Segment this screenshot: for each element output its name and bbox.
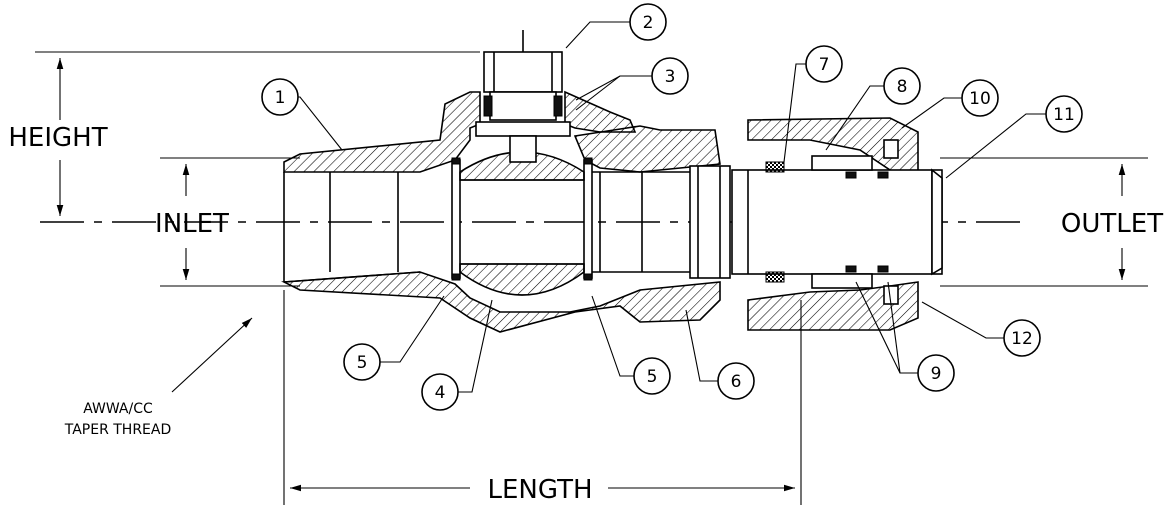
outlet-label: OUTLET <box>1061 209 1163 239</box>
callout-bubble: 7 <box>805 45 843 83</box>
inlet-dimension: INLET <box>155 157 300 287</box>
thread-note-line1: AWWA/CC <box>83 401 153 417</box>
height-label: HEIGHT <box>8 123 107 153</box>
callout-bubble: 5 <box>343 343 381 381</box>
callout-bubble: 2 <box>629 3 667 41</box>
callout-bubble: 10 <box>961 79 999 117</box>
callout-bubble: 5 <box>633 357 671 395</box>
callout-number: 1 <box>275 88 286 108</box>
thread-note-line2: TAPER THREAD <box>64 422 172 438</box>
callout-bubble: 9 <box>917 354 955 392</box>
callout-bubble: 8 <box>883 67 921 105</box>
callout-bubble: 4 <box>421 373 459 411</box>
outlet-dimension: OUTLET <box>940 157 1163 287</box>
length-label: LENGTH <box>487 475 592 505</box>
callout-bubble: 12 <box>1003 319 1041 357</box>
callout-number: 5 <box>647 367 658 387</box>
callout-bubble: 11 <box>1045 95 1083 133</box>
callout-number: 5 <box>357 353 368 373</box>
callout-number: 10 <box>969 89 991 109</box>
callout-number: 12 <box>1011 329 1033 349</box>
callout-bubble: 3 <box>651 57 689 95</box>
callout-leaders <box>262 21 1046 393</box>
callout-number: 2 <box>643 13 654 33</box>
length-dimension: LENGTH <box>283 290 802 505</box>
inlet-label: INLET <box>155 209 229 239</box>
callout-bubbles: 1 2 3 4 5 5 6 7 <box>261 3 1083 411</box>
callout-number: 3 <box>665 67 676 87</box>
height-dimension: HEIGHT <box>8 51 480 216</box>
callout-number: 4 <box>435 383 446 403</box>
valve-stem <box>475 30 571 163</box>
callout-bubble: 1 <box>261 78 299 116</box>
callout-number: 8 <box>897 77 908 97</box>
callout-bubble: 6 <box>717 362 755 400</box>
outlet-fitting <box>731 117 943 331</box>
callout-number: 11 <box>1053 105 1075 125</box>
callout-number: 7 <box>819 55 830 75</box>
callout-number: 9 <box>931 364 942 384</box>
thread-note: AWWA/CC TAPER THREAD <box>64 317 253 438</box>
callout-number: 6 <box>731 372 742 392</box>
